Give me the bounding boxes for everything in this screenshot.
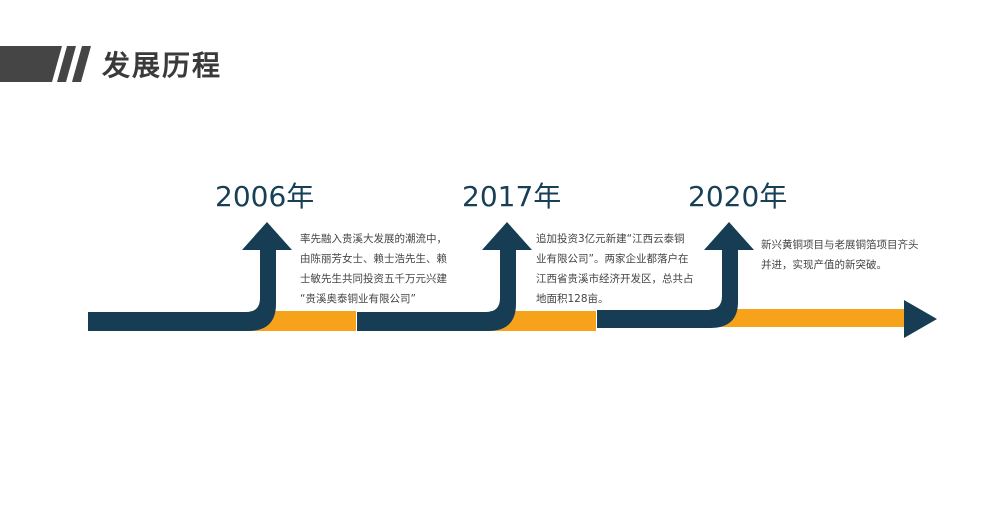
milestone-description-2006: 率先融入贵溪大发展的潮流中， 由陈丽芳女士、赖士浩先生、赖 士敏先生共同投资五千… [300,229,480,309]
description-line: 追加投资3亿元新建“江西云泰铜 [536,233,685,245]
orange-band-1 [250,311,356,331]
section-header [0,40,320,90]
description-line: 江西省贵溪市经济开发区，总共占 [536,273,694,285]
description-line: 业有限公司”。两家企业都落户在 [536,253,689,265]
description-line: “贵溪奥泰铜业有限公司” [300,293,416,305]
navy-segment-2020 [597,222,754,328]
page-title: 发展历程 [102,49,223,82]
header-slash-1 [57,46,76,82]
description-line: 地面积128亩。 [536,293,609,305]
year-2020: 2020年 [688,180,788,213]
description-line: 由陈丽芳女士、赖士浩先生、赖 [300,253,447,265]
year-2006: 2006年 [215,180,315,213]
year-2017: 2017年 [462,180,562,213]
header-slash-bars [0,46,91,82]
milestone-description-2017: 追加投资3亿元新建“江西云泰铜 业有限公司”。两家企业都落户在 江西省贵溪市经济… [536,229,716,309]
header-dark-bar [0,46,62,82]
navy-segment-2017 [357,222,532,331]
header-slash-2 [72,46,91,82]
description-line: 新兴黄铜项目与老展铜箔项目齐头 [761,239,919,251]
milestone-description-2020: 新兴黄铜项目与老展铜箔项目齐头 并进，实现产值的新突破。 [761,235,951,275]
description-line: 并进，实现产值的新突破。 [761,259,887,271]
orange-band-3 [710,309,908,327]
orange-band-2 [490,311,596,331]
description-line: 士敏先生共同投资五千万元兴建 [300,273,447,285]
navy-segment-2006 [88,222,292,331]
description-line: 率先融入贵溪大发展的潮流中， [300,233,447,245]
timeline-arrowhead [904,300,937,338]
